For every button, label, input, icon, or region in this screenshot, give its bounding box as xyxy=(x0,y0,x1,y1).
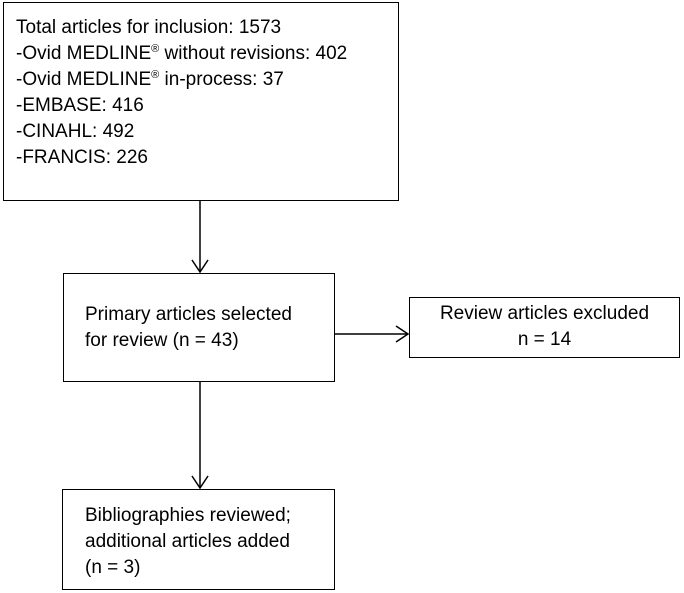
primary-articles-line2: for review (n = 43) xyxy=(85,330,239,351)
bibliographies-line3: (n = 3) xyxy=(85,557,141,578)
bibliographies-line2: additional articles added xyxy=(85,531,290,552)
total-articles-box: Total articles for inclusion: 1573 -Ovid… xyxy=(3,2,399,201)
review-excluded-line1: Review articles excluded xyxy=(439,303,650,324)
primary-articles-line1: Primary articles selected xyxy=(85,304,292,325)
embase-count: -EMBASE: 416 xyxy=(16,95,144,116)
registered-mark: ® xyxy=(151,43,160,55)
francis-count: -FRANCIS: 226 xyxy=(16,147,148,168)
ovid-medline-in-process: -Ovid MEDLINE® in-process: 37 xyxy=(16,69,284,90)
cinahl-count: -CINAHL: 492 xyxy=(16,121,135,142)
ovid-medline-without-revisions: -Ovid MEDLINE® without revisions: 402 xyxy=(16,43,348,64)
primary-articles-box: Primary articles selected for review (n … xyxy=(63,273,335,382)
review-excluded-line2: n = 14 xyxy=(517,329,572,350)
registered-mark: ® xyxy=(151,69,160,81)
total-articles-label: Total articles for inclusion: 1573 xyxy=(16,17,282,38)
bibliographies-line1: Bibliographies reviewed; xyxy=(85,505,291,526)
bibliographies-box: Bibliographies reviewed; additional arti… xyxy=(62,489,335,590)
arrowhead-primary-to-review xyxy=(395,325,410,343)
review-articles-excluded-box: Review articles excluded n = 14 xyxy=(409,297,680,358)
arrowhead-top-to-primary xyxy=(191,259,209,274)
arrowhead-primary-to-biblio xyxy=(191,475,209,490)
